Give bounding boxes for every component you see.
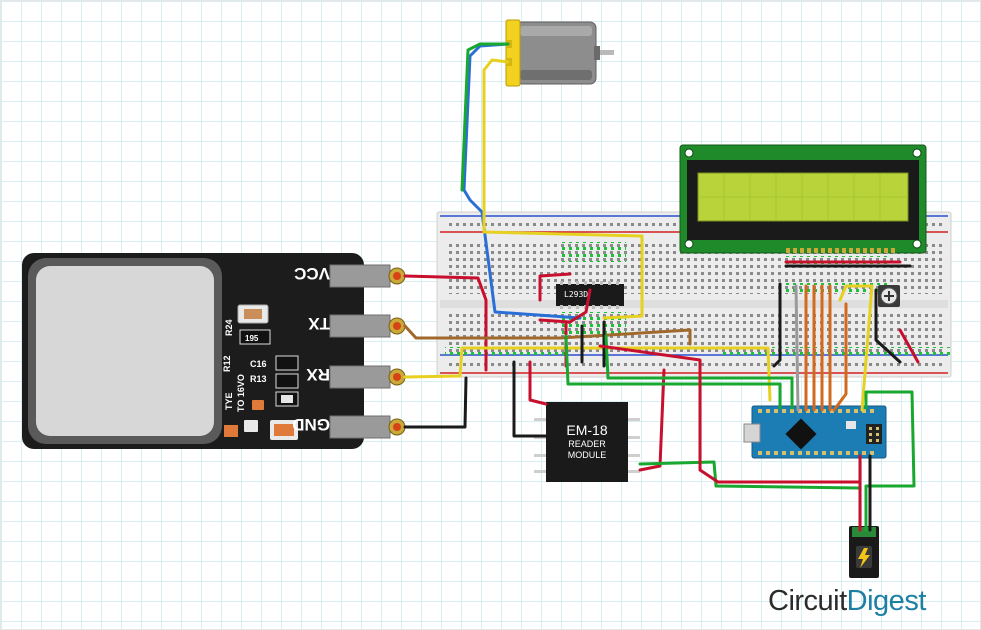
chip-label-c16: C16: [250, 359, 267, 369]
pin-label-gnd: GND: [292, 415, 330, 434]
wires: [403, 42, 920, 532]
dc-motor: [505, 19, 614, 87]
dc-power-jack: [849, 526, 879, 578]
pin-label-rx: RX: [306, 365, 330, 384]
chip-label-195: 195: [245, 334, 259, 343]
motor-driver-label: L293D: [564, 290, 588, 299]
arduino-nano: [743, 405, 887, 459]
chip-label-r12: R12: [222, 355, 232, 372]
potentiometer: [878, 285, 900, 307]
chip-label-r13: R13: [250, 374, 267, 384]
pin-label-tx: TX: [308, 314, 330, 333]
lcd-display: [679, 144, 927, 254]
rfid-label-line3: MODULE: [568, 450, 607, 460]
rfid-label-line1: EM-18: [566, 422, 607, 438]
brand-part1: Circuit: [768, 585, 847, 617]
brand-logo: CircuitDigest: [768, 585, 926, 618]
rfid-reader-module: [534, 402, 640, 482]
chip-label-r24: R24: [224, 319, 234, 336]
brand-part2: Digest: [846, 585, 927, 617]
fingerprint-sensor: [22, 253, 406, 449]
pin-label-vcc: VCC: [294, 264, 330, 283]
chip-label-tye: TYE: [224, 392, 234, 410]
rfid-label-line2: READER: [568, 439, 606, 449]
chip-label-to16vo: TO 16VO: [236, 374, 246, 412]
